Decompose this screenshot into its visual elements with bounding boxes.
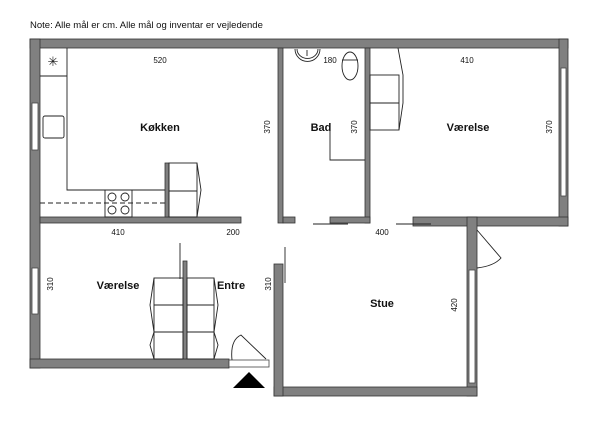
dim-bath-width: 180 xyxy=(323,56,337,65)
dim-hall-width: 200 xyxy=(226,228,240,237)
wardrobe-bedroom-lower xyxy=(149,277,184,360)
room-label-bedroom-lower: Værelse xyxy=(97,280,140,292)
room-label-bath: Bad xyxy=(311,122,332,134)
kitchen-sink-icon xyxy=(42,115,65,139)
toilet-icon xyxy=(341,51,359,81)
fridge-icon xyxy=(168,162,202,218)
dim-bath-depth: 370 xyxy=(350,120,359,134)
washbasin-icon xyxy=(294,48,321,62)
living-door[interactable] xyxy=(476,229,502,269)
wardrobe-upper xyxy=(369,47,404,131)
window-bedroom-lower xyxy=(31,267,39,315)
room-label-bedroom-upper: Værelse xyxy=(447,122,490,134)
room-label-kitchen: Køkken xyxy=(140,122,180,134)
dim-bedroom-upper-width: 410 xyxy=(460,56,474,65)
window-bedroom-upper xyxy=(560,67,567,197)
plan-note: Note: Alle mål er cm. Alle mål og invent… xyxy=(30,20,263,31)
dim-kitchen-depth: 370 xyxy=(263,120,272,134)
room-label-hall: Entre xyxy=(217,280,245,292)
entrance-arrow-icon xyxy=(233,372,265,388)
dim-living-depth: 420 xyxy=(450,298,459,312)
extractor-icon: ✳ xyxy=(48,54,59,69)
dim-kitchen-width: 520 xyxy=(153,56,167,65)
dim-bedroom-upper-depth: 370 xyxy=(545,120,554,134)
entrance-door[interactable] xyxy=(228,334,270,368)
shower-icon xyxy=(329,128,365,161)
room-label-living: Stue xyxy=(370,298,394,310)
window-kitchen xyxy=(31,102,39,151)
dim-bedroom-lower-width: 410 xyxy=(111,228,125,237)
dim-hall-depth: 310 xyxy=(264,277,273,291)
stove-icon xyxy=(104,189,133,218)
window-living xyxy=(468,269,476,384)
walls xyxy=(29,38,569,397)
dim-living-width: 400 xyxy=(375,228,389,237)
wardrobe-hall xyxy=(186,277,219,360)
dim-bedroom-lower-depth: 310 xyxy=(46,277,55,291)
